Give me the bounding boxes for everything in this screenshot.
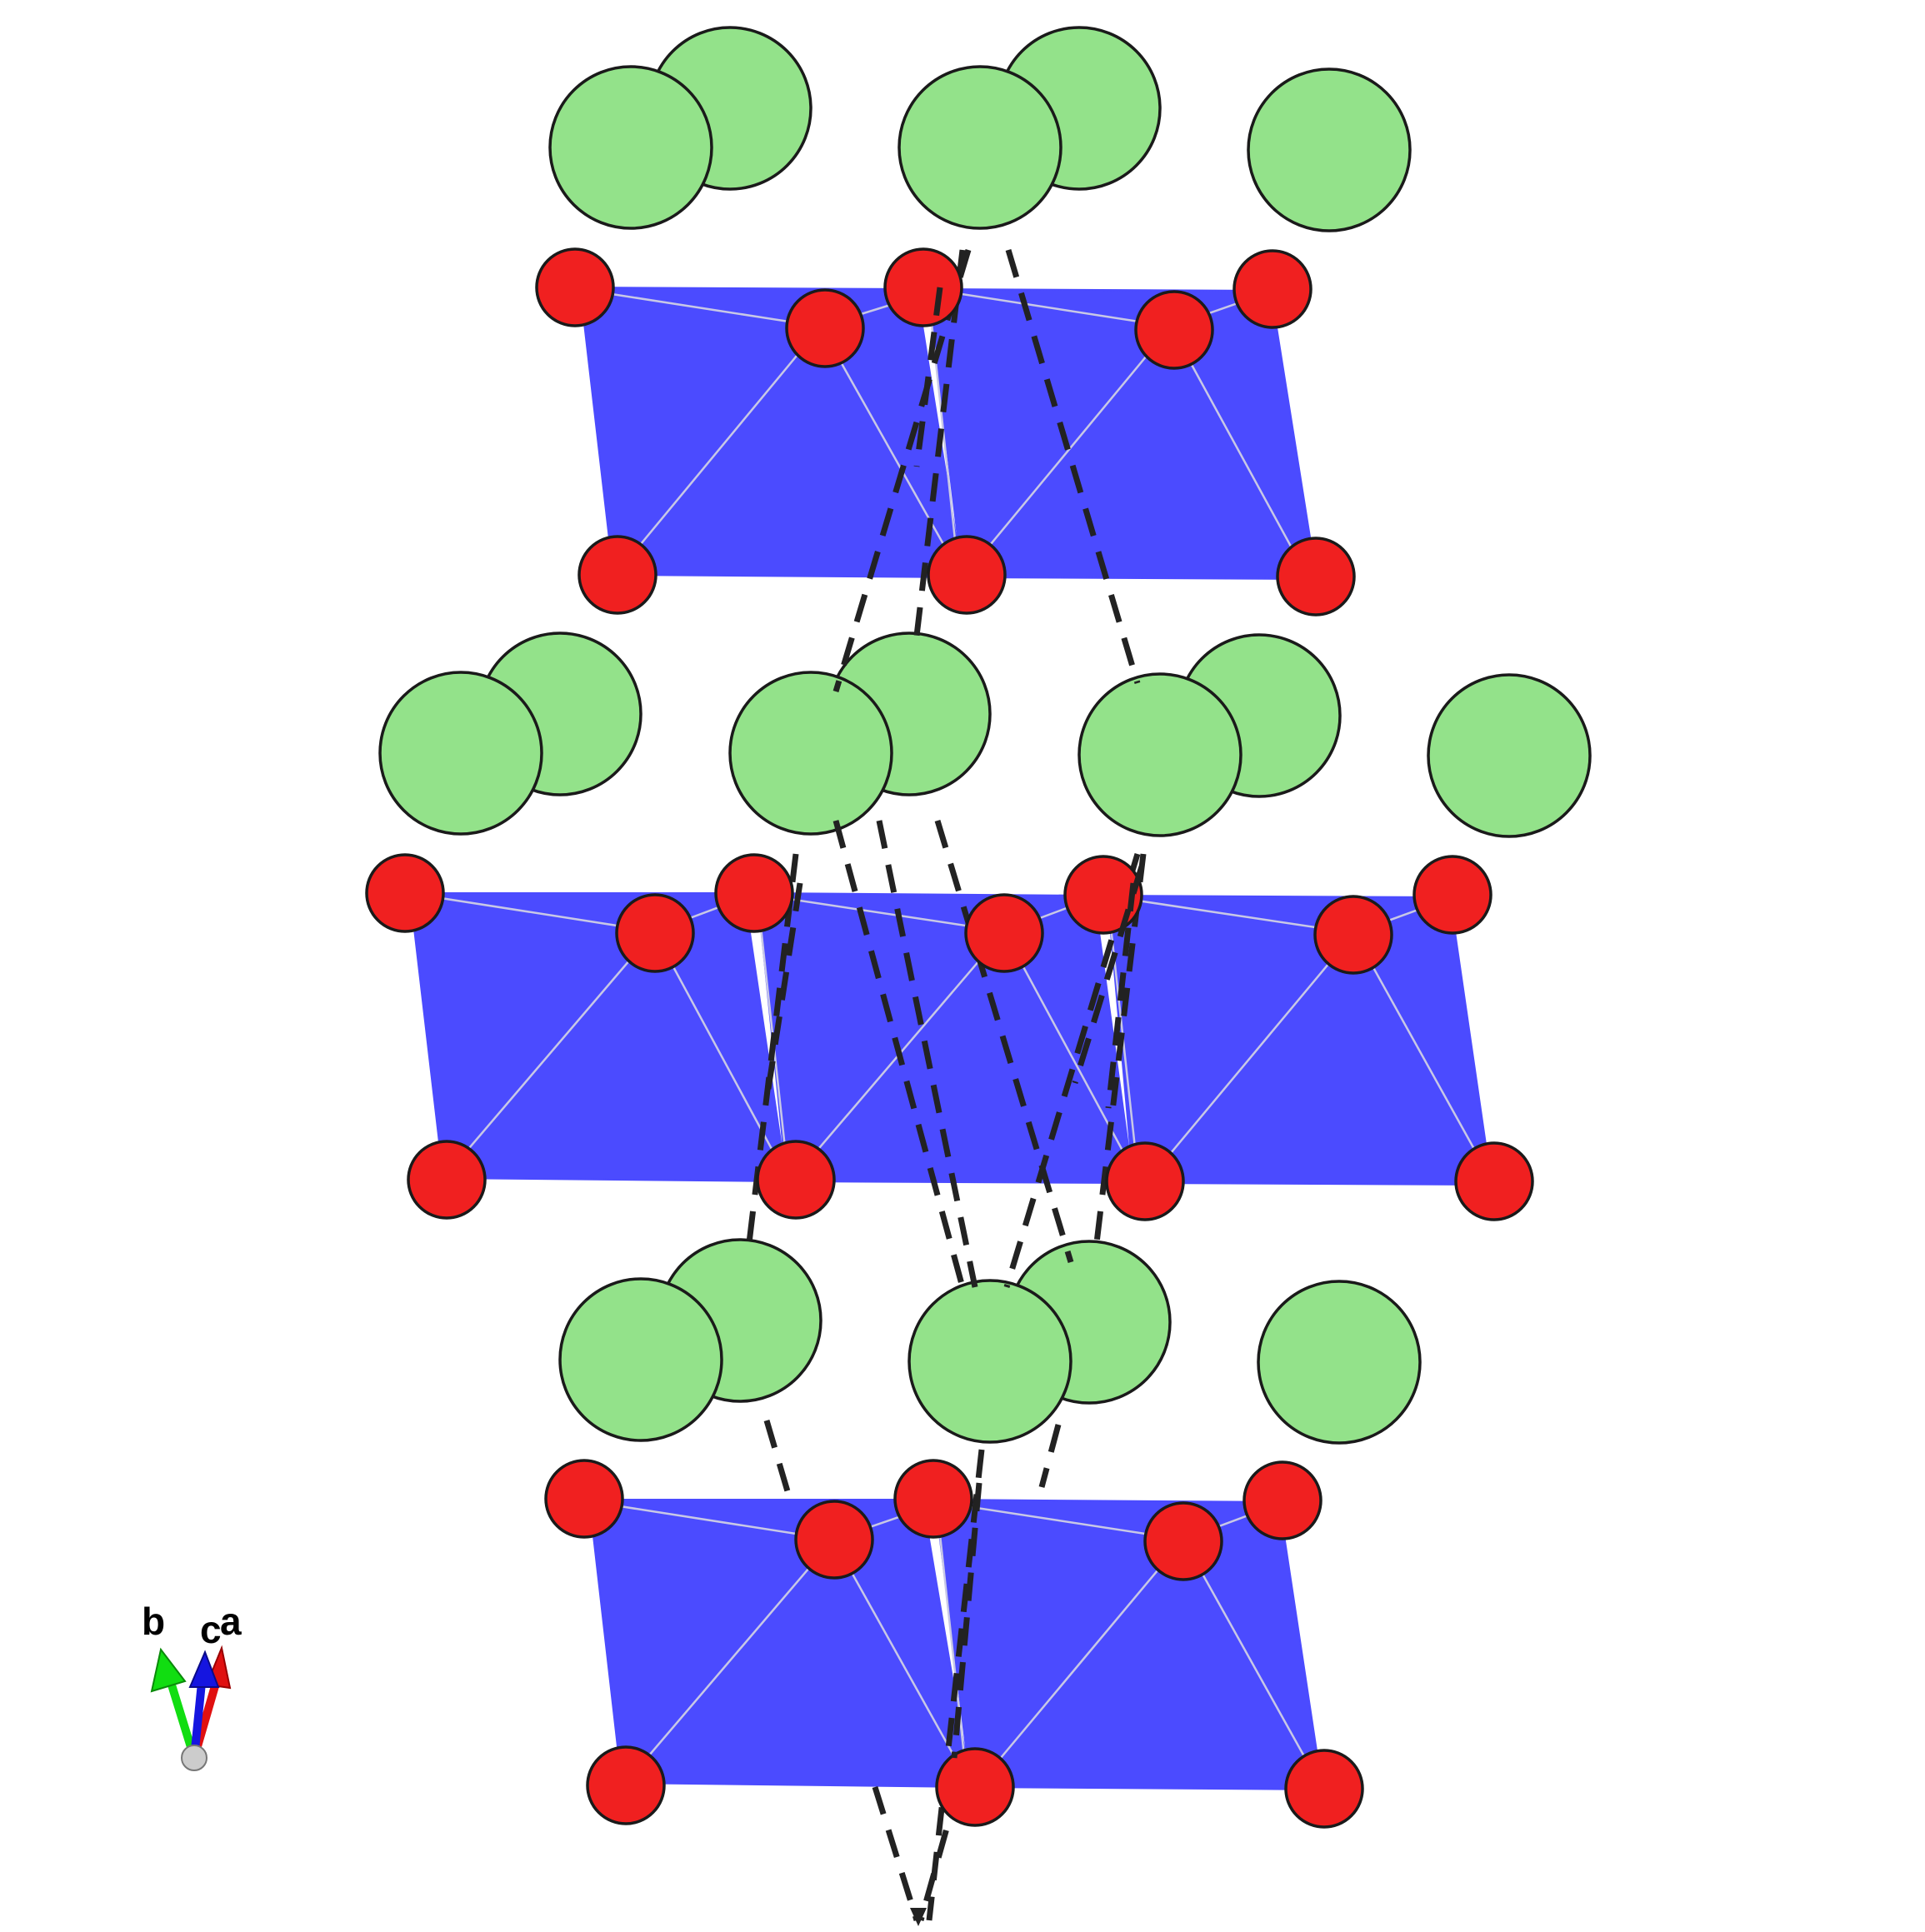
unit-cell-edge: [832, 248, 972, 693]
polyhedral-slab-top: [578, 286, 1318, 581]
cation-atom: [908, 1279, 1072, 1444]
oxygen-atom: [927, 535, 1007, 615]
axis-a-label: a: [220, 1600, 242, 1643]
oxygen-atom: [883, 247, 963, 327]
cation-atom: [548, 65, 713, 230]
axis-b-label: b: [142, 1600, 165, 1643]
unit-cell-edge: [876, 820, 978, 1288]
axis-origin: [181, 1745, 208, 1771]
oxygen-atom: [1242, 1460, 1322, 1540]
cation-atom: [1247, 67, 1412, 232]
unit-cell-edge: [872, 1785, 920, 1922]
oxygen-atom: [365, 853, 445, 933]
oxygen-atom: [1454, 1141, 1534, 1221]
unit-cell-edge: [913, 287, 943, 467]
polyhedron-edge: [1169, 326, 1306, 572]
oxygen-atom: [714, 853, 794, 933]
polyhedron-edge: [1352, 932, 1489, 1174]
unit-cell-edge: [763, 882, 803, 1101]
unit-cell-edge: [1092, 853, 1147, 1251]
oxygen-atom: [578, 535, 658, 615]
oxygen-atom: [794, 1500, 874, 1580]
polyhedron-edge: [832, 1539, 968, 1780]
oxygen-atom: [535, 247, 615, 327]
polyhedron-edge: [449, 931, 655, 1171]
oxygen-atom: [544, 1459, 624, 1539]
cation-atom: [1257, 1280, 1422, 1445]
cation-atom: [1078, 672, 1242, 837]
oxygen-atom: [964, 893, 1044, 973]
axes-indicator: b c a: [142, 1600, 242, 1771]
axis-c-arrowhead: [188, 1650, 220, 1688]
oxygen-atom: [893, 1459, 973, 1539]
cation-atom: [1427, 673, 1592, 838]
oxygen-atom: [1232, 249, 1312, 329]
cation-atom: [898, 65, 1062, 230]
oxygen-atom: [1143, 1501, 1223, 1581]
polyhedral-slab-middle: [408, 891, 1493, 1186]
polyhedron-edge: [1153, 932, 1355, 1174]
unit-cell-edge: [926, 1449, 985, 1921]
oxygen-atoms: [365, 247, 1534, 1829]
unit-cell-edge: [1072, 865, 1145, 1085]
polyhedron-face: [578, 286, 964, 579]
polyhedron-edge: [1182, 1539, 1318, 1780]
polyhedron-edge: [628, 1539, 834, 1780]
oxygen-atom: [1284, 1749, 1364, 1829]
unit-cell-edge: [1038, 1424, 1062, 1488]
polyhedron-face: [933, 1498, 1324, 1791]
polyhedral-slab-bottom: [588, 1498, 1324, 1791]
cation-atoms: [378, 26, 1592, 1445]
unit-cell-edge: [763, 1420, 791, 1492]
unit-cell-edge: [934, 819, 1074, 1264]
oxygen-atom: [1105, 1141, 1185, 1221]
oxygen-atom: [1412, 855, 1492, 935]
oxygen-atom: [756, 1140, 836, 1220]
polyhedron-face: [1106, 894, 1493, 1186]
oxygen-atom: [615, 893, 695, 973]
polyhedron-edge: [970, 326, 1172, 569]
cation-atom: [728, 671, 893, 836]
unit-cell-edge: [832, 820, 966, 1288]
unit-cell-outline: [745, 248, 1147, 1922]
polyhedron-edge: [819, 326, 960, 572]
oxygen-atom: [586, 1745, 666, 1825]
polyhedra-layer: [408, 286, 1493, 1791]
unit-cell-edge: [1005, 249, 1141, 684]
unit-cell-edge: [912, 249, 966, 651]
oxygen-atom: [785, 288, 865, 368]
axis-c-arrow: [190, 1670, 207, 1762]
polyhedron-edge: [936, 1511, 968, 1780]
oxygen-atom: [1063, 855, 1143, 935]
unit-cell-edge: [1003, 852, 1141, 1289]
oxygen-atom: [935, 1747, 1015, 1827]
polyhedron-face: [588, 1499, 972, 1789]
polyhedron-edge: [620, 326, 822, 569]
unit-cell-outline-front: [763, 287, 1145, 1926]
oxygen-atom: [1313, 895, 1393, 975]
axis-c-label: c: [200, 1608, 222, 1651]
polyhedron-face: [408, 892, 788, 1183]
oxygen-atom: [1276, 537, 1356, 617]
polyhedron-face: [926, 287, 1318, 581]
axis-b-arrowhead: [150, 1647, 187, 1693]
unit-cell-edge: [1105, 882, 1137, 1109]
unit-cell-vertex-arrow: [910, 1908, 927, 1926]
polyhedron-edge: [799, 931, 1005, 1171]
cation-atom: [558, 1277, 723, 1442]
oxygen-atom: [407, 1140, 487, 1220]
polyhedron-edge: [982, 1539, 1184, 1780]
unit-cell-edge: [951, 1482, 982, 1759]
cation-atom: [378, 671, 543, 836]
oxygen-atom: [1134, 290, 1214, 370]
